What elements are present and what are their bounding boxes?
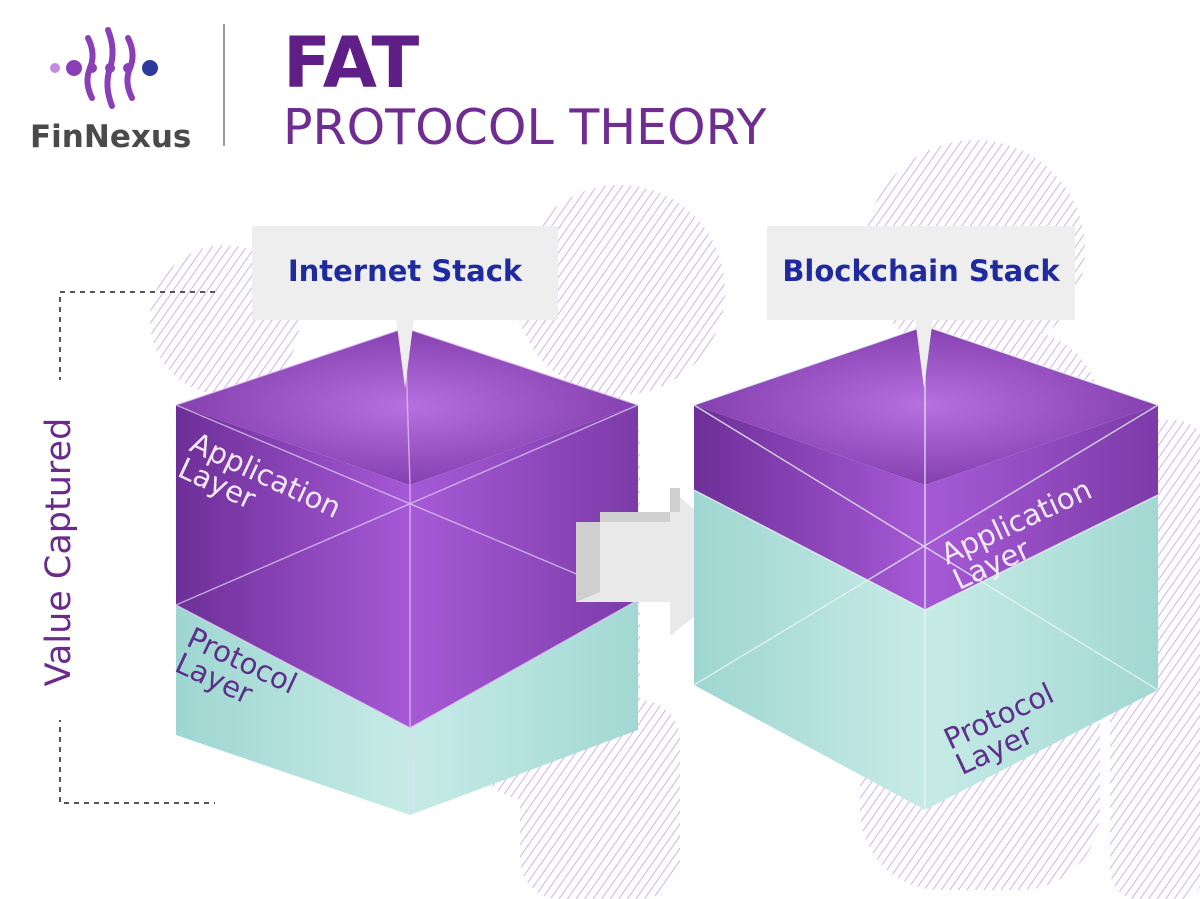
blockchain-stack-callout: Blockchain Stack [767, 226, 1075, 388]
page-subtitle: PROTOCOL THEORY [283, 99, 768, 156]
internet-app-left-face [176, 405, 410, 728]
blockchain-protocol-left-face [694, 490, 925, 810]
internet-protocol-right-face [410, 600, 638, 815]
brand-logo: FinNexus [30, 27, 191, 155]
blockchain-app-right-face [925, 405, 1158, 610]
internet-stack: Application Layer Protocol Layer Interne… [170, 226, 639, 815]
axis-label: Value Captured [39, 418, 79, 687]
blockchain-protocol-right-face [925, 495, 1158, 810]
value-axis: Value Captured [30, 291, 215, 804]
blockchain-app-left-face [694, 405, 925, 610]
blockchain-stack-label: Blockchain Stack [782, 254, 1060, 288]
blockchain-stack: Application Layer Protocol Layer Blockch… [693, 226, 1159, 810]
finnexus-dots-logo-icon [50, 27, 158, 109]
internet-app-right-face [410, 405, 638, 728]
internet-stack-label: Internet Stack [288, 254, 523, 288]
page-title: FAT [283, 22, 420, 104]
brand-name: FinNexus [30, 119, 191, 155]
internet-stack-callout: Internet Stack [252, 226, 558, 388]
internet-protocol-left-face [176, 605, 410, 815]
